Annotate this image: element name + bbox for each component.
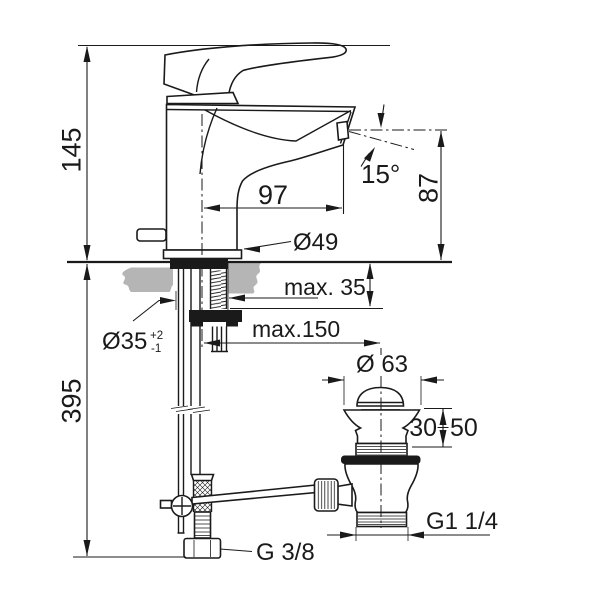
- dim-height-145: 145: [57, 46, 91, 261]
- dim-label-dia35-tol-plus: +2: [150, 330, 163, 342]
- countertop-right-block: [228, 263, 261, 294]
- hose-connector: [193, 511, 212, 539]
- dim-label-dia35: Ø35: [102, 328, 147, 355]
- dim-deck-max35: max. 35: [229, 263, 383, 310]
- faucet-handle: [163, 42, 347, 102]
- dim-waste-range-30-50: 30 50: [409, 407, 478, 448]
- dim-label-max35: max. 35: [284, 274, 366, 300]
- popup-linkage: [159, 478, 353, 534]
- dim-label-395: 395: [57, 378, 87, 423]
- dim-label-dia35-tol-minus: -1: [151, 343, 161, 355]
- dim-label-15deg: 15°: [361, 159, 400, 189]
- dim-angle-15: 15°: [360, 104, 400, 189]
- waste-outlet-thread: [356, 511, 408, 528]
- waste-seal-ring: [341, 455, 421, 464]
- mounting-nut: [189, 310, 242, 327]
- dim-label-max150: max.150: [252, 316, 340, 342]
- dim-label-87: 87: [414, 173, 444, 203]
- pipe-break-marks: [170, 405, 211, 413]
- faucet-collar: [166, 91, 240, 105]
- rod-lower-segment: [177, 516, 185, 534]
- supply-hose: [183, 473, 222, 559]
- dim-depth-395: 395: [57, 264, 91, 556]
- dim-label-range-max: 50: [450, 414, 478, 442]
- handle-contour-line: [195, 58, 210, 93]
- dim-label-dia49: Ø49: [293, 229, 338, 256]
- supply-hose-nut: [183, 537, 222, 559]
- countertop-left-block: [122, 267, 173, 292]
- dim-outlet-height-87: 87: [414, 131, 445, 260]
- dim-waste-dia-63: Ø 63: [322, 351, 444, 405]
- dim-supply-thread-g38: G 3/8: [219, 539, 315, 566]
- faucet-body: [165, 103, 357, 251]
- rod-knob-neck: [336, 483, 353, 507]
- dim-label-145: 145: [57, 127, 87, 172]
- dim-reach-97: 97: [204, 143, 345, 214]
- dim-body-dia-49: Ø49: [243, 229, 338, 256]
- waste-plug-cap: [356, 386, 405, 407]
- body-contour-line: [199, 107, 218, 175]
- dim-rod-max150: max.150: [204, 316, 380, 347]
- aerator: [336, 120, 350, 141]
- faucet-side-knob: [136, 228, 167, 242]
- rod-screw-joint: [170, 494, 194, 518]
- spout-axis-15deg: [348, 131, 415, 150]
- dim-hole-dia-35: Ø35 +2 -1: [102, 263, 229, 355]
- threaded-shank: [209, 269, 228, 309]
- rod-clamp-bar: [159, 499, 173, 509]
- mounting-flange: [170, 258, 228, 269]
- waste-flange: [342, 409, 421, 445]
- dim-label-g38: G 3/8: [256, 539, 315, 566]
- dim-label-g114: G1 1/4: [426, 508, 498, 535]
- dimensions: 145 395 97 87 15°: [57, 44, 498, 566]
- dim-label-dia63: Ø 63: [356, 351, 408, 378]
- dim-label-range-min: 30: [409, 414, 437, 442]
- popup-rod-and-hose: [170, 269, 211, 516]
- faucet: [136, 42, 421, 559]
- countertop-section: [122, 263, 261, 294]
- knurled-knob: [313, 478, 339, 512]
- dim-waste-thread-g114: G1 1/4: [327, 508, 498, 541]
- dim-label-97: 97: [258, 180, 288, 210]
- body-top-edge-line: [166, 108, 352, 113]
- shank-tube-lower: [211, 326, 228, 353]
- spout-underside-curve: [204, 109, 352, 142]
